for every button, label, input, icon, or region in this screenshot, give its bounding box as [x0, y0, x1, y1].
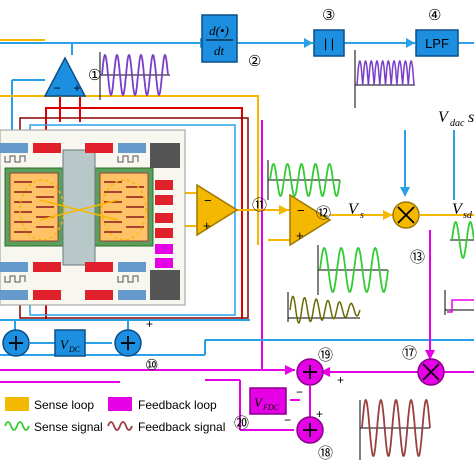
legend-feedback-signal: Feedback signal: [138, 420, 225, 434]
rectifier-text: | |: [324, 36, 334, 51]
legend-swatch-sense-signal: [4, 421, 30, 431]
label-11: ⑪: [252, 197, 267, 214]
label-17: ⑰: [402, 345, 417, 362]
summer-10: [114, 329, 142, 357]
multiplier-13: [392, 201, 420, 229]
vfdc-main-text: V: [254, 395, 264, 410]
amp11-plus: +: [203, 218, 211, 233]
summer-19: [296, 358, 324, 386]
waveform-sense-1: [267, 160, 341, 200]
waveform-envelope: [287, 292, 361, 324]
label-4: ④: [428, 7, 441, 24]
waveforms: [99, 50, 474, 460]
vdc-block: V DC: [54, 329, 86, 357]
waveform-rectified: [354, 50, 415, 108]
label-3: ③: [322, 7, 335, 24]
label-1: ①: [88, 67, 101, 84]
waveform-purple-1: [99, 52, 170, 100]
legend-sense-loop: Sense loop: [34, 398, 94, 412]
waveform-step: [444, 290, 474, 315]
mems-gyroscope: [0, 129, 186, 306]
label-19: ⑲: [318, 347, 333, 364]
vs-label-main: V: [348, 201, 360, 218]
label-13: ⑬: [410, 249, 425, 266]
lpf-text: LPF: [425, 36, 449, 51]
amp11-minus: −: [204, 193, 212, 208]
label-2: ②: [248, 53, 261, 70]
wires: [0, 38, 474, 431]
amplifier-1: − +: [43, 56, 87, 97]
summer18-plus-sign: +: [316, 407, 323, 421]
summer19-plus-sign: +: [337, 373, 344, 387]
amplifier-11: − +: [196, 183, 239, 237]
differentiator-top-text: d(•): [209, 23, 229, 38]
vdac-label-sub: dac: [450, 118, 465, 129]
vs-label-sub: s: [360, 210, 364, 221]
multiplier-17: [417, 358, 445, 386]
legend-swatch-feedback-signal: [107, 421, 133, 431]
amp1-plus: +: [73, 81, 80, 95]
lpf-block: LPF: [415, 29, 459, 57]
summer19-minus-sign: −: [296, 385, 303, 399]
legend-sense-signal: Sense signal: [34, 420, 103, 434]
differentiator-block: d(•) dt: [201, 14, 238, 63]
label-18: ⑱: [318, 445, 333, 462]
legend-feedback-loop: Feedback loop: [138, 398, 217, 412]
summer18-minus-sign: −: [284, 413, 291, 427]
summer10-plus-sign: +: [146, 317, 153, 331]
vfdc-block: V FDC: [249, 387, 287, 415]
waveform-sense-3: [450, 221, 474, 259]
vdac-label-suffix: s: [468, 109, 474, 126]
amp12-minus: −: [297, 203, 305, 218]
rectifier-block: | |: [313, 29, 345, 57]
vfdc-sub-text: FDC: [262, 403, 280, 412]
label-10: ⑩: [145, 357, 158, 374]
vdac-label-main: V: [438, 109, 450, 126]
amp1-minus: −: [53, 81, 60, 95]
waveform-sense-2: [317, 245, 389, 295]
bottom-electrodes: [0, 262, 180, 300]
label-12: ⑫: [316, 205, 331, 222]
summer-18: [296, 416, 324, 444]
label-20: ⑳: [234, 415, 249, 432]
amplifier-12: − +: [289, 193, 332, 247]
vsd-label-sub: sd: [463, 210, 473, 221]
legend-swatch-feedback-loop: [108, 397, 132, 411]
top-electrodes: [0, 143, 180, 168]
circled-numbers: ① ② ③ ④ ⑩ ⑪ ⑫ ⑬ ⑰ ⑱ ⑲ ⑳: [88, 7, 441, 462]
summer-left: [2, 329, 30, 357]
vdc-sub-text: DC: [68, 345, 81, 354]
signal-labels: V dac s V s V sd: [348, 109, 474, 221]
legend-swatch-sense-loop: [5, 397, 29, 411]
differentiator-bottom-text: dt: [214, 43, 225, 58]
legend: Sense loop Feedback loop Sense signal Fe…: [4, 397, 225, 434]
vsd-label-main: V: [452, 201, 464, 218]
side-electrodes: [155, 180, 173, 268]
vdc-main-text: V: [60, 337, 70, 352]
waveform-feedback: [359, 398, 431, 460]
amp12-plus: +: [296, 228, 304, 243]
